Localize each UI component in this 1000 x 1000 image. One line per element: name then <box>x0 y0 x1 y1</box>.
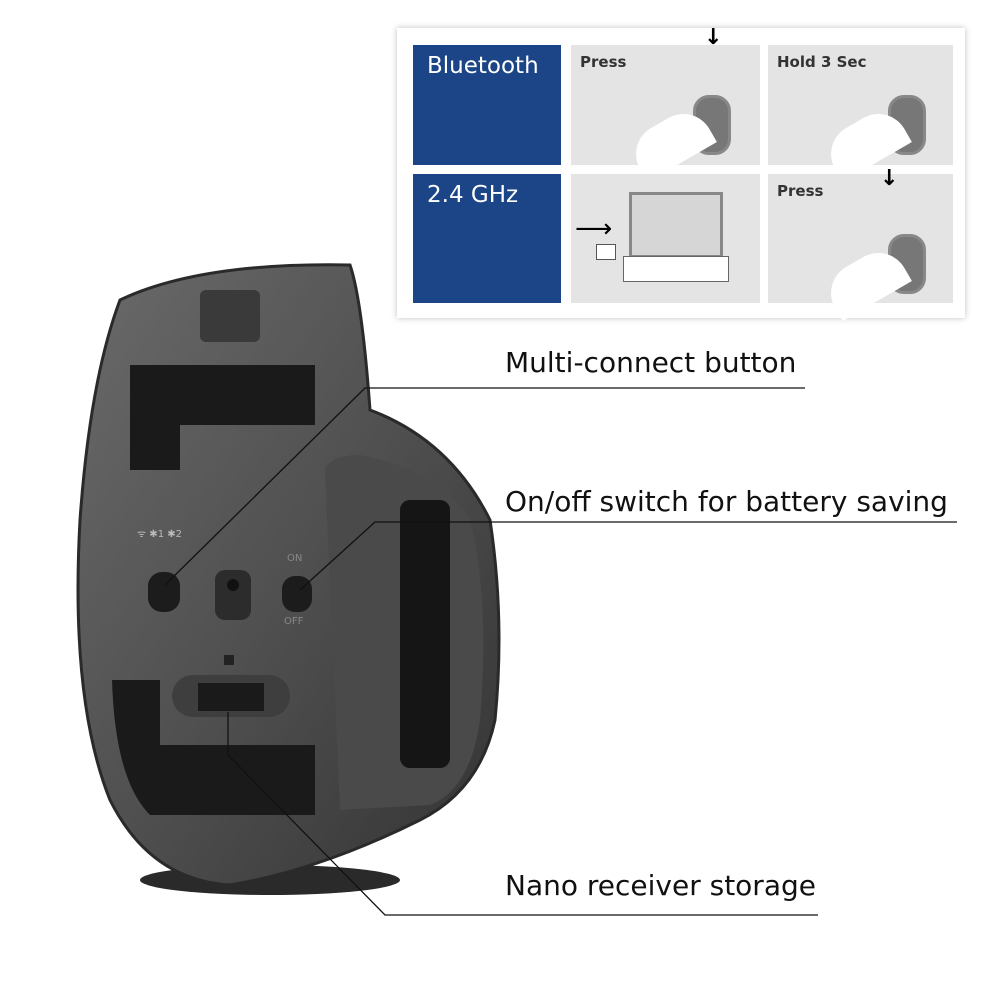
right-arrow-icon: ⟶ <box>575 214 613 244</box>
receiver-icon <box>224 655 234 665</box>
step-label: Hold 3 Sec <box>777 53 867 71</box>
bottom-glide-pad <box>112 680 315 815</box>
callout-multi-connect: Multi-connect button <box>505 346 797 379</box>
multi-connect-leader <box>164 387 805 586</box>
multi-connect-button[interactable] <box>148 572 180 612</box>
laptop-keyboard <box>623 256 729 282</box>
sensor-lens <box>227 579 239 591</box>
ghz-plug-step: ⟶ <box>571 174 760 303</box>
side-glide-pad <box>400 500 450 768</box>
switch-on-label: ON <box>287 553 303 564</box>
pairing-instructions-panel: Bluetooth Press ↓ Hold 3 Sec 2.4 GHz ⟶ P… <box>397 25 965 321</box>
bt-press-step: Press ↓ <box>571 25 760 182</box>
top-glide-pad <box>130 365 315 470</box>
sensor <box>215 570 251 620</box>
callout-onoff: On/off switch for battery saving <box>505 485 948 518</box>
laptop-icon <box>629 192 723 258</box>
scroll-wheel-housing <box>200 290 260 342</box>
nano-receiver <box>198 683 264 711</box>
onoff-switch[interactable] <box>282 576 312 612</box>
step-label: Press <box>580 53 627 71</box>
onoff-leader <box>299 521 957 591</box>
bluetooth-header: Bluetooth <box>413 45 561 165</box>
switch-off-label: OFF <box>284 616 304 627</box>
usb-receiver-icon <box>596 244 616 260</box>
callout-nano: Nano receiver storage <box>505 869 816 902</box>
led-icons: ᯤ ✱1 ✱2 <box>137 529 183 540</box>
down-arrow-icon: ↓ <box>704 25 723 50</box>
step-label: Press <box>777 182 824 200</box>
ghz-press-step: Press ↓ <box>768 166 953 321</box>
nano-leader <box>227 712 818 916</box>
down-arrow-icon: ↓ <box>880 166 899 191</box>
bt-hold-step: Hold 3 Sec <box>768 45 953 182</box>
ghz-header: 2.4 GHz <box>413 174 561 303</box>
